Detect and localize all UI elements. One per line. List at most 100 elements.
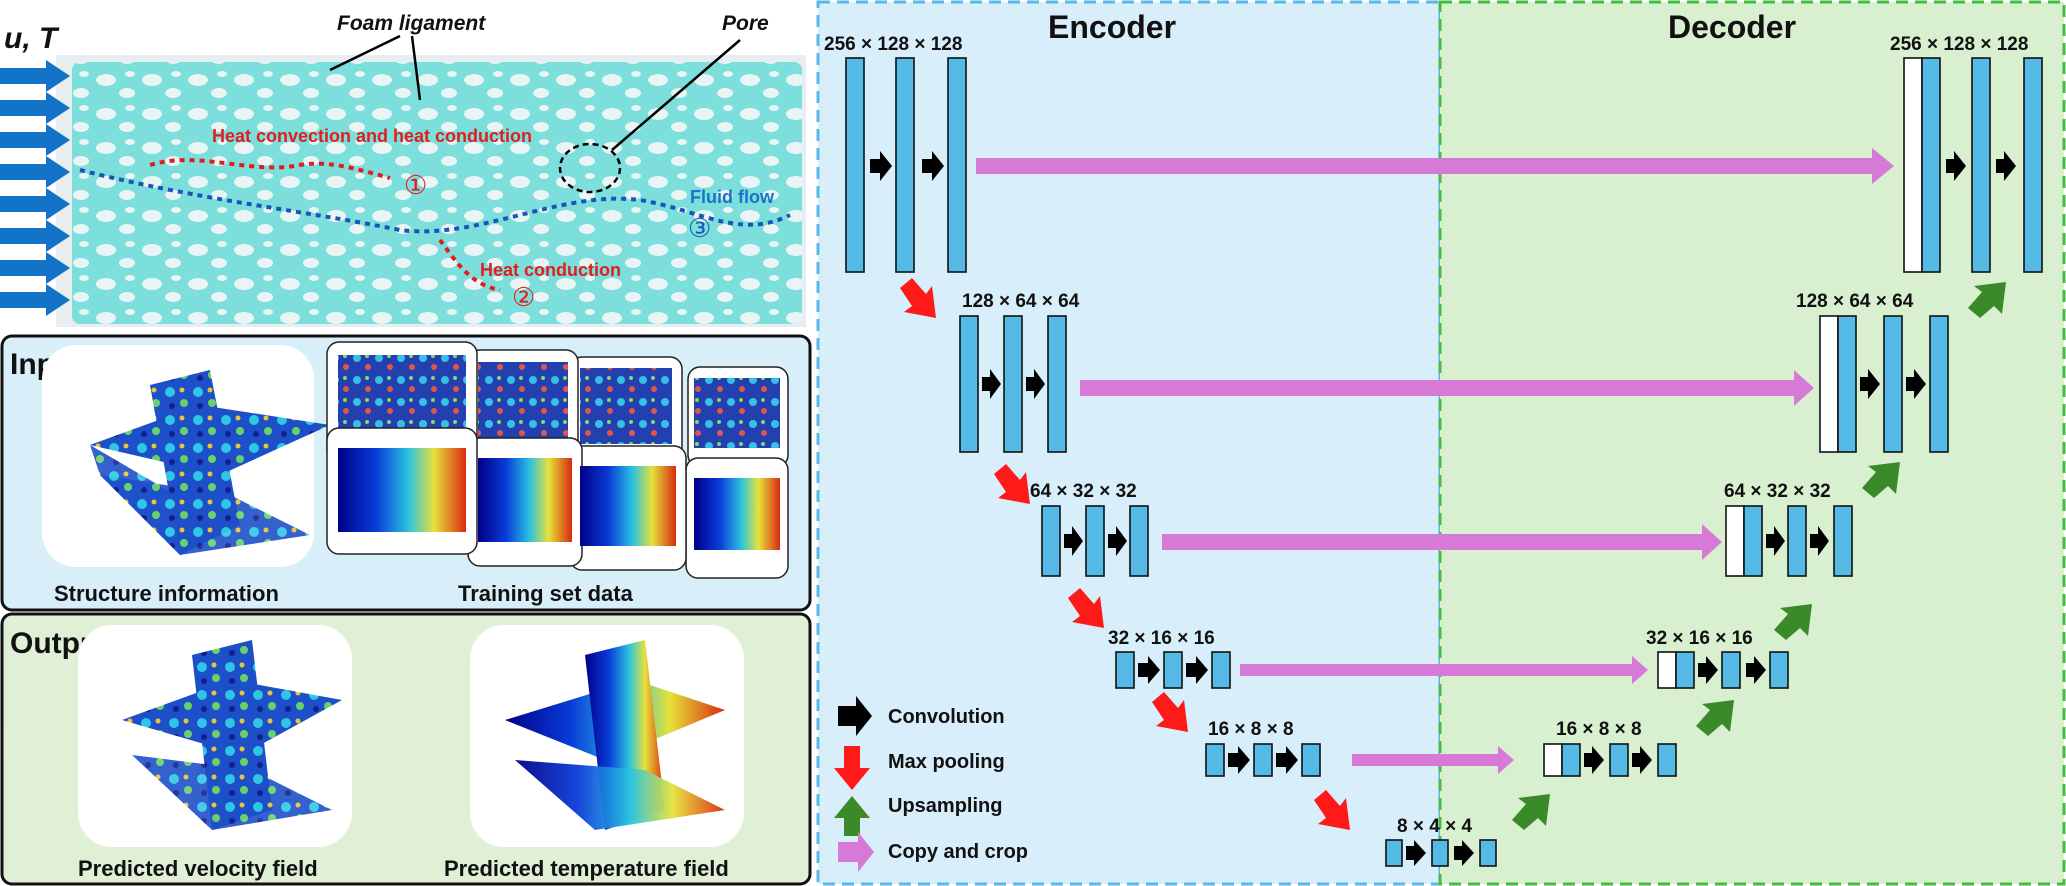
enc-level-6-label: 8 × 4 × 4 bbox=[1397, 816, 1472, 837]
training-set-cards bbox=[326, 341, 789, 579]
enc-l1-block-3 bbox=[947, 57, 967, 273]
dec-l4-block-3 bbox=[1769, 651, 1789, 689]
enc-level-4-label: 32 × 16 × 16 bbox=[1108, 628, 1215, 649]
temperature-caption: Predicted temperature field bbox=[444, 856, 729, 881]
pool-arrow-1 bbox=[900, 278, 936, 318]
dec-l4-copy-block bbox=[1657, 651, 1677, 689]
legend-maxpool-icon bbox=[834, 746, 870, 790]
up-arrow-4 bbox=[1862, 462, 1900, 498]
conv-arrow bbox=[1406, 840, 1426, 866]
decoder-title: Decoder bbox=[1668, 9, 1796, 45]
pore-label: Pore bbox=[722, 12, 769, 35]
conv-arrow bbox=[1584, 746, 1604, 774]
enc-l5-block-1 bbox=[1205, 743, 1225, 777]
dec-l3-block-1 bbox=[1743, 505, 1763, 577]
dec-level-2-label: 128 × 64 × 64 bbox=[1796, 291, 1914, 312]
up-arrow-1 bbox=[1512, 794, 1550, 830]
convolution-arrows bbox=[870, 151, 2016, 866]
enc-l4-block-3 bbox=[1211, 651, 1231, 689]
dec-l3-copy-block bbox=[1725, 505, 1745, 577]
upsampling-arrows bbox=[1512, 282, 2006, 830]
conv-arrow bbox=[1946, 151, 1966, 181]
enc-l3-block-3 bbox=[1129, 505, 1149, 577]
max-pooling-arrows bbox=[900, 278, 1350, 830]
pool-arrow-3 bbox=[1068, 588, 1104, 628]
level-labels: 256 × 128 × 128 128 × 64 × 64 64 × 32 × … bbox=[824, 34, 2028, 837]
conv-arrow bbox=[1632, 746, 1652, 774]
legend-upsampling-icon bbox=[834, 796, 870, 836]
heat-conduction-path bbox=[438, 238, 501, 292]
conv-arrow bbox=[1454, 840, 1474, 866]
enc-l3-block-1 bbox=[1041, 505, 1061, 577]
conv-arrow bbox=[1810, 526, 1829, 556]
enc-level-5-label: 16 × 8 × 8 bbox=[1208, 719, 1294, 740]
structure-caption: Structure information bbox=[54, 581, 279, 606]
pore-pointer bbox=[611, 39, 741, 151]
bottleneck-block-2 bbox=[1431, 839, 1449, 867]
input-panel: Input Structure information bbox=[0, 334, 812, 612]
velocity-plot bbox=[122, 640, 342, 830]
decoder-region bbox=[1438, 0, 2066, 886]
enc-l1-block-1 bbox=[845, 57, 865, 273]
legend-copycrop-icon bbox=[838, 832, 874, 872]
dec-level-5-label: 16 × 8 × 8 bbox=[1556, 719, 1642, 740]
conv-arrow bbox=[1860, 369, 1880, 399]
enc-l5-block-2 bbox=[1253, 743, 1273, 777]
foam-structure-image bbox=[72, 62, 802, 324]
conv-arrow bbox=[1138, 656, 1160, 684]
marker-3: ③ bbox=[688, 213, 711, 243]
feature-blocks bbox=[845, 57, 2043, 867]
skip-arrow-5 bbox=[1352, 746, 1514, 774]
foam-ligament-label: Foam ligament bbox=[337, 12, 486, 35]
structure-plot bbox=[90, 370, 330, 555]
conv-arrow bbox=[1228, 746, 1250, 774]
inlet-label: u, T bbox=[4, 22, 60, 55]
marker-2: ② bbox=[512, 282, 535, 312]
up-arrow-2 bbox=[1696, 700, 1734, 736]
enc-l3-block-2 bbox=[1085, 505, 1105, 577]
conv-arrow bbox=[1996, 151, 2016, 181]
skip-arrow-3 bbox=[1162, 524, 1722, 560]
marker-1: ① bbox=[404, 170, 427, 200]
enc-l4-block-1 bbox=[1115, 651, 1135, 689]
skip-arrow-1 bbox=[976, 148, 1894, 184]
enc-level-1-label: 256 × 128 × 128 bbox=[824, 34, 962, 55]
dec-l5-block-3 bbox=[1657, 743, 1677, 777]
legend-copycrop-label: Copy and crop bbox=[888, 841, 1028, 863]
dec-l3-block-3 bbox=[1833, 505, 1853, 577]
dec-l3-block-2 bbox=[1787, 505, 1807, 577]
conv-arrow bbox=[1698, 656, 1718, 684]
legend: Convolution Max pooling Upsampling Copy … bbox=[834, 696, 1028, 872]
conv-arrow bbox=[1276, 746, 1298, 774]
bottleneck-block-3 bbox=[1479, 839, 1497, 867]
dec-l2-block-2 bbox=[1883, 315, 1903, 453]
dec-l5-copy-block bbox=[1543, 743, 1563, 777]
dec-l1-copy-block bbox=[1903, 57, 1923, 273]
pool-arrow-4 bbox=[1152, 692, 1188, 732]
pool-arrow-5 bbox=[1314, 790, 1350, 830]
dec-level-3-label: 64 × 32 × 32 bbox=[1724, 481, 1831, 502]
enc-level-3-label: 64 × 32 × 32 bbox=[1030, 481, 1137, 502]
dec-l4-block-2 bbox=[1721, 651, 1741, 689]
enc-l2-block-1 bbox=[959, 315, 979, 453]
encoder-title: Encoder bbox=[1048, 9, 1176, 45]
dec-l1-block-3 bbox=[2023, 57, 2043, 273]
dec-l2-block-3 bbox=[1929, 315, 1949, 453]
dec-level-1-label: 256 × 128 × 128 bbox=[1890, 34, 2028, 55]
legend-maxpool-label: Max pooling bbox=[888, 751, 1005, 773]
dec-l5-block-2 bbox=[1609, 743, 1629, 777]
conv-arrow bbox=[870, 151, 892, 181]
legend-convolution-icon bbox=[838, 696, 872, 736]
conv-arrow bbox=[1746, 656, 1766, 684]
conv-arrow bbox=[1108, 526, 1127, 556]
enc-l2-block-2 bbox=[1003, 315, 1023, 453]
conv-arrow bbox=[982, 369, 1001, 399]
heat-conduction-label: Heat conduction bbox=[480, 260, 621, 280]
encoder-region bbox=[816, 0, 1442, 886]
skip-connections bbox=[976, 148, 1894, 774]
dec-l2-copy-block bbox=[1819, 315, 1839, 453]
conv-arrow bbox=[922, 151, 944, 181]
enc-l1-block-2 bbox=[895, 57, 915, 273]
conv-arrow bbox=[1906, 369, 1926, 399]
enc-l4-block-2 bbox=[1163, 651, 1183, 689]
